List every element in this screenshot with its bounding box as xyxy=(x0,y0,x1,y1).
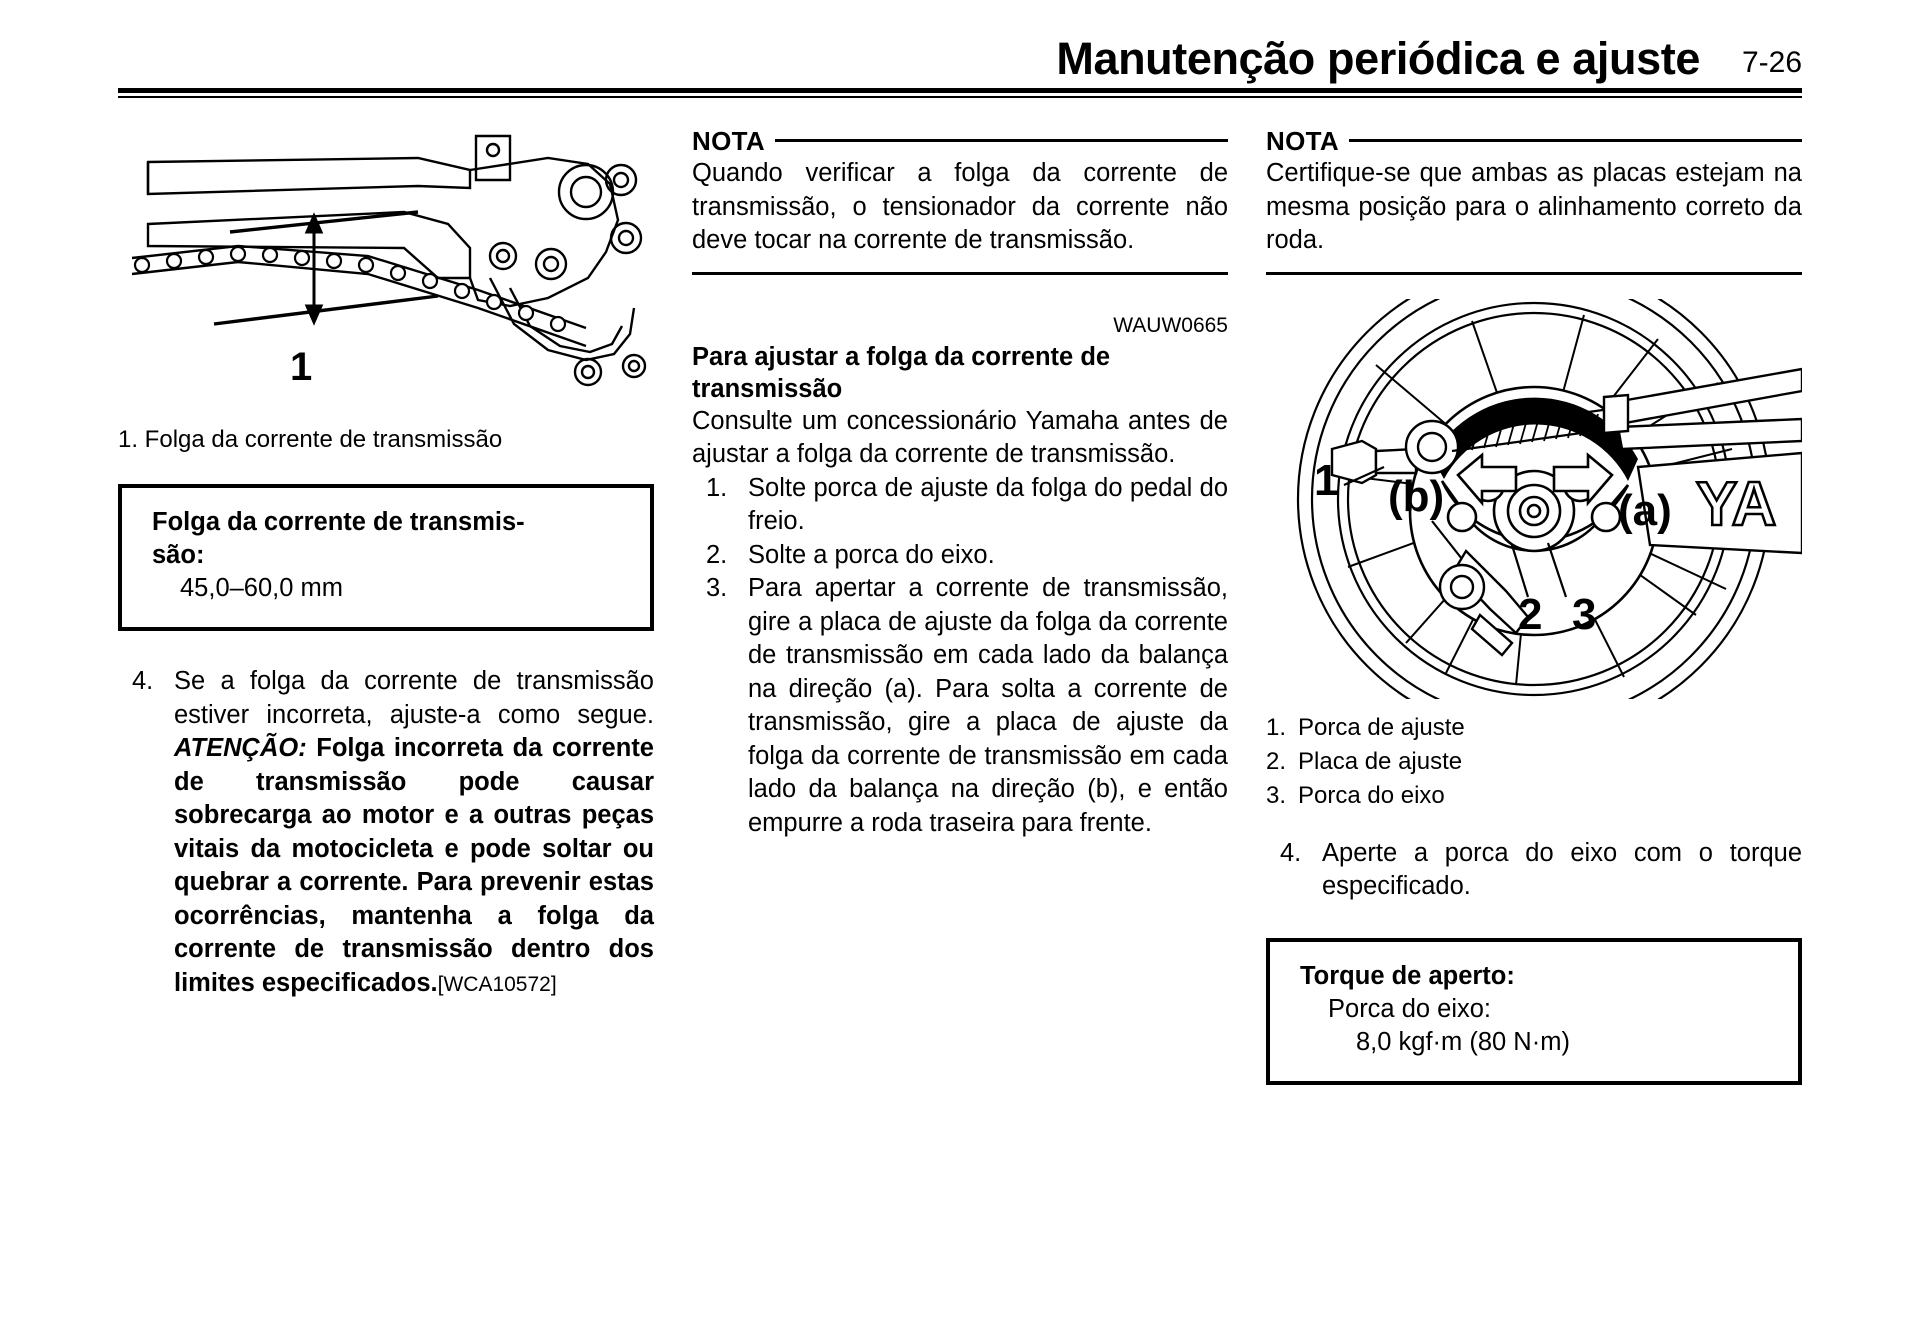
nota-rule xyxy=(1348,138,1802,142)
reference-code: [WCA10572] xyxy=(437,972,557,996)
right-step-list: 4. Aperte a porca do eixo com o torque e… xyxy=(1266,837,1802,904)
rim-brand-text: YA xyxy=(1696,470,1776,539)
right-nota-header: NOTA xyxy=(1266,128,1802,154)
nota-label: NOTA xyxy=(692,126,765,156)
header-rule-thin xyxy=(118,96,1802,98)
middle-intro-text: Consulte um concessionário Yamaha antes … xyxy=(692,406,1228,469)
list-item: 2. Solte a porca do eixo. xyxy=(692,539,1228,573)
middle-nota-bottom-rule xyxy=(692,271,1228,275)
middle-nota-text: Quando verificar a folga da corrente de … xyxy=(692,159,1228,254)
list-item: 3. Porca do eixo xyxy=(1266,779,1802,813)
list-item: 2. Placa de ajuste xyxy=(1266,745,1802,779)
left-figure-caption: 1. Folga da corrente de transmissão xyxy=(118,426,503,453)
step-number: 1. xyxy=(706,473,728,502)
legend-label: Porca do eixo xyxy=(1298,781,1445,809)
right-nota-text: Certifique-se que ambas as placas esteja… xyxy=(1266,159,1802,254)
step-text: Solte a porca do eixo. xyxy=(748,540,995,569)
page-columns: 1 1. Folga da corrente de transmissão Fo… xyxy=(118,128,1802,1085)
torque-box-item: Porca do eixo: xyxy=(1328,994,1492,1023)
spec-box-title-line2: são: xyxy=(152,541,205,569)
figure-callout-2: 2 xyxy=(1518,590,1542,639)
torque-spec-box: Torque de aperto: Porca do eixo: 8,0 kgf… xyxy=(1266,937,1802,1085)
figure-callout-1: 1 xyxy=(1314,456,1338,505)
figure-callout-a: (a) xyxy=(1618,486,1672,535)
step-text: Aperte a porca do eixo com o torque espe… xyxy=(1322,838,1802,901)
legend-number: 2. xyxy=(1266,747,1287,775)
step-number: 4. xyxy=(1280,838,1302,867)
legend-number: 1. xyxy=(1266,713,1287,741)
middle-step-list: 1. Solte porca de ajuste da folga do ped… xyxy=(692,472,1228,841)
list-item: 1. Porca de ajuste xyxy=(1266,711,1802,745)
chain-slack-spec-box: Folga da corrente de transmis- são: 45,0… xyxy=(118,484,654,631)
step-text-normal: Se a folga da corrente de transmissão es… xyxy=(174,667,654,729)
figure-callout-3: 3 xyxy=(1572,590,1596,639)
step-text: Se a folga da corrente de transmissão es… xyxy=(174,665,654,1001)
legend-label: Placa de ajuste xyxy=(1298,747,1463,775)
middle-column: NOTA Quando verificar a folga da corrent… xyxy=(692,128,1228,1085)
right-column: NOTA Certifique-se que ambas as placas e… xyxy=(1266,128,1802,1085)
step-text-bold: Folga incorreta da corrente de transmiss… xyxy=(174,734,654,997)
right-figure-legend: 1. Porca de ajuste 2. Placa de ajuste 3.… xyxy=(1266,711,1802,813)
middle-section-heading: Para ajustar a folga da corrente de tran… xyxy=(692,342,1111,403)
rear-wheel-adjuster-figure: YA xyxy=(1266,298,1802,699)
step-number: 2. xyxy=(706,540,728,569)
nota-rule xyxy=(774,138,1228,142)
step-text: Para apertar a corrente de transmissão, … xyxy=(748,574,1228,837)
figure-callout-b: (b) xyxy=(1388,472,1444,521)
figure-callout-1: 1 xyxy=(290,345,312,389)
header-rule-thick xyxy=(118,88,1802,93)
page-header: Manutenção periódica e ajuste 7-26 xyxy=(0,0,1920,108)
legend-label: Porca de ajuste xyxy=(1298,713,1465,741)
drive-chain-slack-figure: 1 xyxy=(118,128,654,418)
step-text: Solte porca de ajuste da folga do pedal … xyxy=(748,473,1228,536)
right-nota-bottom-rule xyxy=(1266,271,1802,275)
nota-label: NOTA xyxy=(1266,126,1339,156)
left-column: 1 1. Folga da corrente de transmissão Fo… xyxy=(118,128,654,1085)
middle-reference-code: WAUW0665 xyxy=(1113,313,1228,337)
page-title: Manutenção periódica e ajuste xyxy=(1056,33,1700,84)
list-item: 1. Solte porca de ajuste da folga do ped… xyxy=(692,472,1228,539)
torque-box-title: Torque de aperto: xyxy=(1300,961,1515,990)
legend-number: 3. xyxy=(1266,781,1287,809)
spec-box-value: 45,0–60,0 mm xyxy=(180,574,344,602)
middle-nota-header: NOTA xyxy=(692,128,1228,154)
list-item: 3. Para apertar a corrente de transmissã… xyxy=(692,572,1228,840)
list-item: 4. Aperte a porca do eixo com o torque e… xyxy=(1266,837,1802,904)
step-number: 3. xyxy=(706,574,728,602)
list-item: 4. Se a folga da corrente de transmissão… xyxy=(118,665,654,1001)
left-step-list: 4. Se a folga da corrente de transmissão… xyxy=(118,665,654,1001)
torque-box-value: 8,0 kgf·m (80 N·m) xyxy=(1356,1027,1570,1056)
step-number: 4. xyxy=(132,667,154,695)
caution-label: ATENÇÃO: xyxy=(174,734,307,762)
page-number: 7-26 xyxy=(1741,46,1802,79)
spec-box-title-line1: Folga da corrente de transmis- xyxy=(152,508,525,536)
